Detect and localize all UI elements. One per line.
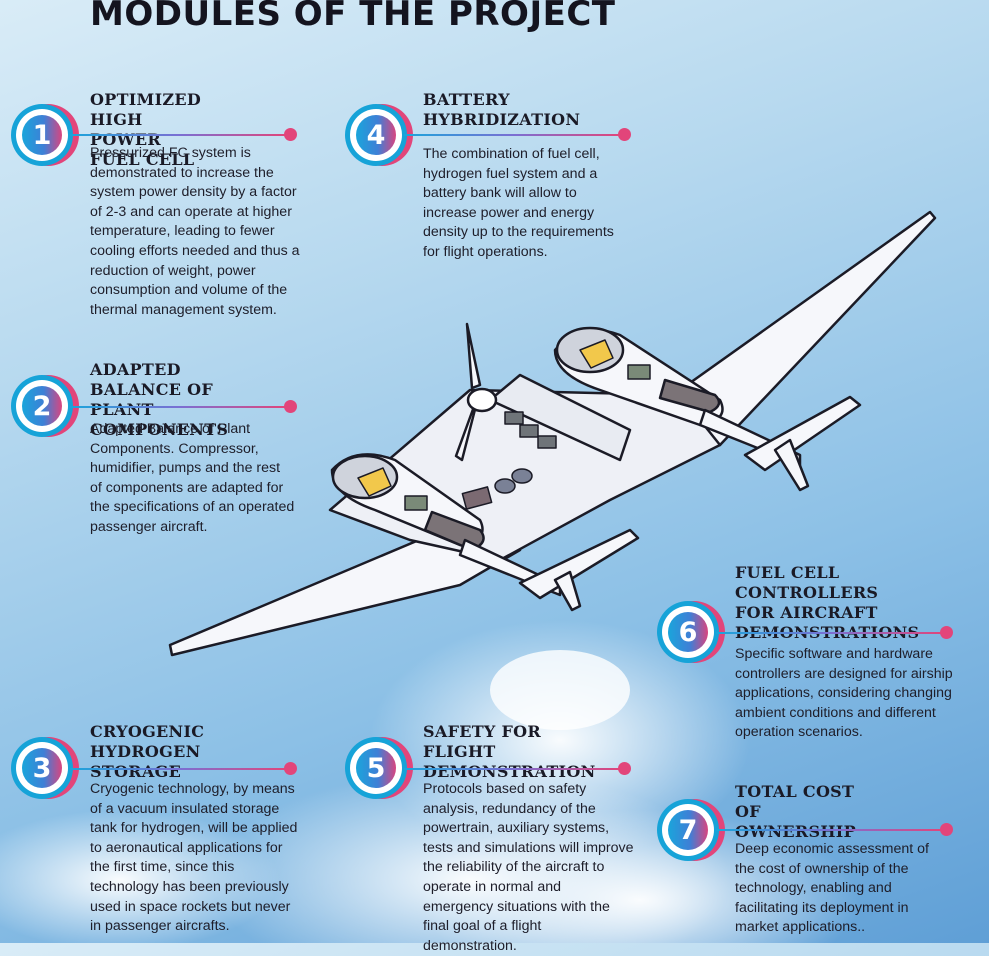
propeller-blade	[465, 322, 482, 390]
fuel-cell-unit	[537, 435, 557, 449]
module-description: Deep economic assessment of the cost of …	[735, 841, 929, 936]
module-description: Pressurized FC system is demonstrated to…	[90, 145, 300, 318]
module-number-badge: 4	[350, 109, 402, 161]
module-divider	[716, 829, 944, 831]
module-divider-dot	[618, 128, 631, 141]
module-number: 1	[32, 119, 52, 151]
module-number-badge: 5	[350, 742, 402, 794]
left-tailplane	[518, 528, 640, 600]
right-module-box	[627, 364, 651, 380]
module-number-badge: 1	[16, 109, 68, 161]
module-title: SAFETY FOR FLIGHT DEMONSTRATION	[423, 722, 596, 781]
right-fin	[773, 438, 810, 492]
left-fin	[553, 570, 582, 612]
module-divider-dot	[940, 823, 953, 836]
module-divider	[404, 768, 622, 770]
module-title: CRYOGENIC HYDROGEN STORAGE	[90, 722, 205, 781]
module-divider-dot	[284, 400, 297, 413]
module-number: 5	[366, 752, 386, 784]
module-divider-dot	[284, 128, 297, 141]
module-number: 3	[32, 752, 52, 784]
module-title: TOTAL COST OF OWNERSHIP	[735, 782, 856, 841]
module-number-badge: 3	[16, 742, 68, 794]
module-description: Adapted Balance of Plant Components. Com…	[90, 421, 295, 535]
module-divider	[70, 134, 288, 136]
aircraft-illustration	[168, 210, 937, 657]
right-tailplane	[743, 395, 862, 472]
left-pilot	[357, 467, 392, 497]
controller-box	[461, 486, 493, 510]
battery-cell	[494, 478, 516, 494]
module-divider	[716, 632, 944, 634]
fuel-cell-unit	[519, 424, 539, 438]
fuel-cell-unit	[504, 411, 524, 425]
module-number: 4	[366, 119, 386, 151]
module-title: BATTERY HYBRIDIZATION	[423, 90, 581, 129]
module-description: The combination of fuel cell, hydrogen f…	[423, 146, 614, 260]
module-title: ADAPTED BALANCE OF PLANT COMPONENTS	[90, 360, 229, 439]
page-title: MODULES OF THE PROJECT	[90, 0, 616, 34]
module-number: 7	[678, 814, 698, 846]
module-divider-dot	[284, 762, 297, 775]
module-divider	[404, 134, 622, 136]
module-divider	[70, 406, 288, 408]
module-number: 2	[32, 390, 52, 422]
module-divider-dot	[618, 762, 631, 775]
module-description: Specific software and hardware controlle…	[735, 646, 953, 741]
module-description: Cryogenic technology, by means of a vacu…	[90, 781, 298, 935]
module-divider-dot	[940, 626, 953, 639]
right-pilot	[579, 339, 614, 369]
module-number-badge: 7	[662, 804, 714, 856]
battery-cell	[511, 468, 533, 484]
propeller-spinner	[466, 387, 498, 413]
module-number-badge: 6	[662, 606, 714, 658]
module-divider	[70, 768, 288, 770]
module-number-badge: 2	[16, 380, 68, 432]
module-description: Protocols based on safety analysis, redu…	[423, 781, 634, 954]
center-spine	[488, 373, 632, 462]
left-module-box	[404, 495, 428, 511]
module-number: 6	[678, 616, 698, 648]
